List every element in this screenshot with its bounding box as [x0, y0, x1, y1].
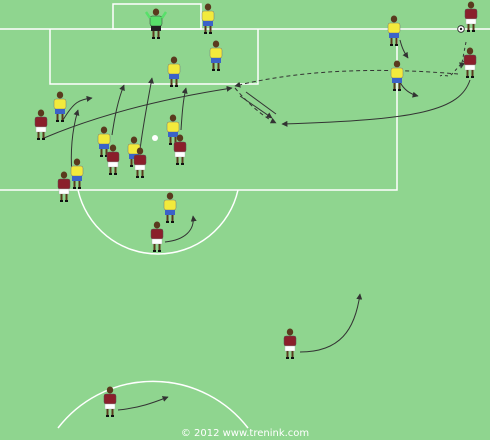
- ball: [457, 25, 465, 33]
- penalty-spot: [152, 135, 158, 141]
- center-circle: [57, 380, 249, 429]
- header-arrow: [234, 87, 277, 124]
- copyright-text: © 2012 www.trenink.com: [180, 428, 310, 439]
- penalty-arc: [77, 189, 239, 255]
- run-arrow-1: [62, 95, 93, 121]
- lay-off-arrow: [239, 95, 273, 119]
- right-run-arrow-2: [399, 81, 419, 98]
- cross-pass-arrow: [234, 69, 459, 88]
- back-run-arrow: [117, 396, 169, 411]
- run-arrow-5: [180, 87, 188, 131]
- corner-short-arrow: [459, 41, 467, 69]
- left-cross-arrow: [43, 85, 233, 139]
- mid-run-arrow: [164, 215, 197, 243]
- red-run-arrow: [281, 79, 471, 127]
- right-run-arrow-1: [399, 39, 409, 59]
- lay-off-arrow-2: [245, 91, 277, 115]
- six-yard-box: [49, 29, 259, 85]
- run-arrow-3: [111, 84, 125, 136]
- corner-squiggle: [439, 55, 471, 77]
- low-run-arrow: [299, 293, 363, 353]
- run-arrow-4: [139, 77, 154, 151]
